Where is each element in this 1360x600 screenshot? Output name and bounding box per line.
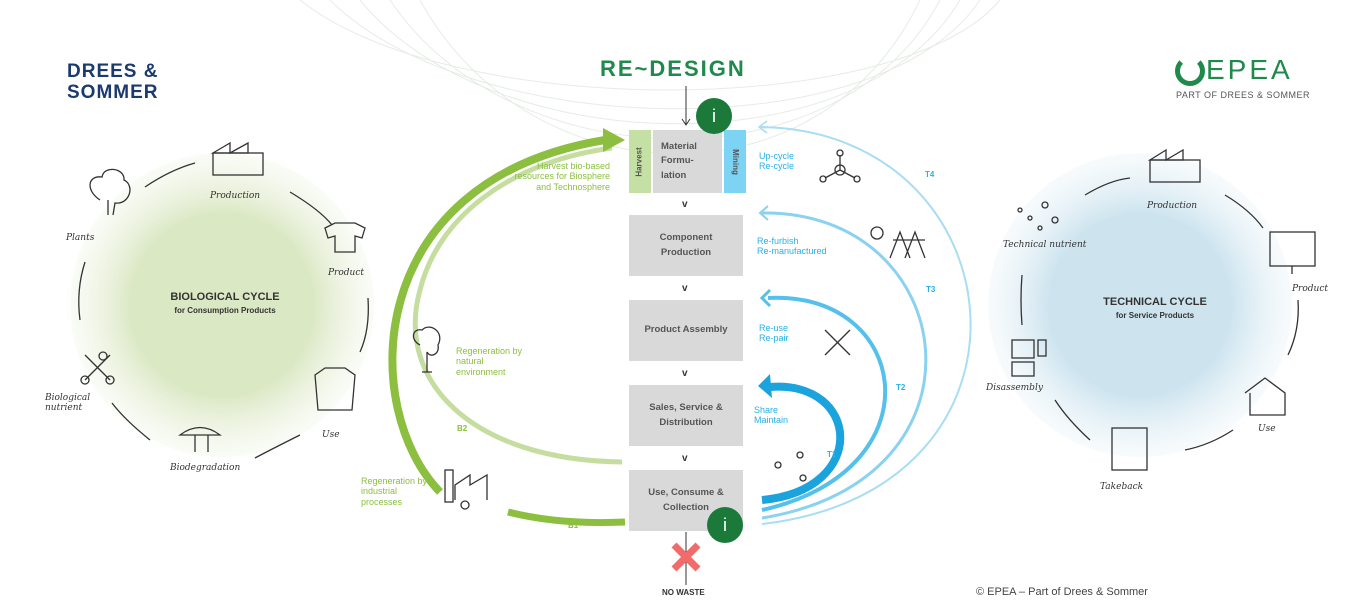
takeback-bin-icon (1111, 427, 1148, 471)
mushroom-icon (178, 426, 222, 452)
technical-cycle-circle (988, 153, 1292, 457)
mining-box: Mining (724, 130, 746, 193)
bio-step-plants: Plants (66, 233, 95, 243)
b2-label: B2 (457, 424, 468, 433)
gear-machine-icon (870, 226, 926, 259)
natural-regeneration-label: Regeneration by natural environment (456, 346, 523, 377)
tech-step-technical-nutrient: Technical nutrient (1003, 240, 1087, 250)
stage-label: Use, Consume & Collection (648, 487, 724, 513)
mining-label: Mining (731, 148, 740, 175)
t4-label: Up-cycle Re-cycle (759, 151, 795, 172)
t3-loop-arc (761, 211, 928, 520)
harvest-box: Harvest (629, 130, 651, 193)
tech-step-use: Use (1258, 424, 1276, 434)
tech-cycle-arrows (1020, 177, 1299, 451)
bio-step-production: Production (210, 191, 261, 201)
epea-subtitle: PART OF DREES & SOMMER (1176, 90, 1311, 100)
t4-code: T4 (925, 170, 935, 179)
bio-cycle-title: BIOLOGICAL CYCLE (170, 291, 280, 303)
sketch-icons (80, 141, 1316, 510)
tech-loop-arcs (757, 120, 972, 525)
people-sharing-icon (774, 451, 807, 482)
stage-label: Product Assembly (644, 324, 728, 336)
harvest-loop-arc (388, 136, 606, 495)
shirt-icon (324, 222, 366, 253)
t1-loop-arc (761, 382, 845, 504)
person-shirt-icon (314, 367, 356, 411)
harvest-loop-label: Harvest bio-based resources for Biospher… (514, 161, 610, 192)
stage-label: Sales, Service & Distribution (649, 402, 723, 428)
tree-icon-natural (412, 326, 441, 373)
bio-step-product: Product (328, 268, 364, 278)
copyright: © EPEA – Part of Drees & Sommer (976, 586, 1148, 598)
tree-icon (89, 168, 131, 216)
bio-cycle-arrows (78, 162, 369, 459)
t2-label: Re-use Re-pair (759, 323, 789, 344)
tools-icon (824, 329, 851, 356)
epea-logo-icon (1175, 56, 1205, 86)
redesign-logo: RE~DESIGN (600, 56, 746, 81)
epea-logo: EPEA (1206, 54, 1293, 85)
stage-label: Material Formu- lation (661, 141, 697, 181)
chevron-down-icon: v (682, 368, 688, 379)
harvest-arrowhead (603, 128, 625, 152)
disassembly-icon (1011, 339, 1047, 377)
t3-label: Re-furbish Re-manufactured (757, 236, 827, 257)
stage-label: Component Production (659, 232, 713, 258)
bio-step-biological-nutrient: Biological nutrient (45, 393, 91, 414)
t3-code: T3 (926, 285, 936, 294)
tech-cycle-title: TECHNICAL CYCLE (1103, 296, 1207, 308)
t1-label: Share Maintain (754, 405, 789, 426)
molecule-icon (80, 351, 115, 385)
t1-code: T1 (827, 450, 837, 459)
chevron-down-icon: v (682, 199, 688, 210)
drees-sommer-logo: DREES & SOMMER (67, 61, 159, 103)
info-icon-top[interactable]: i (696, 98, 732, 134)
factory-icon-tech (1147, 148, 1201, 183)
tech-step-product: Product (1292, 284, 1328, 294)
bio-loop-arcs (388, 128, 626, 527)
b2-loop-arc (412, 145, 623, 465)
bio-cycle-subtitle: for Consumption Products (174, 306, 276, 315)
b1-label: B1 (568, 521, 579, 530)
biological-cycle-circle (70, 153, 374, 457)
t4-loop-arc (759, 126, 972, 525)
bio-step-biodegradation: Biodegradation (170, 463, 241, 473)
no-waste-label: NO WASTE (662, 588, 705, 597)
house-icon (1244, 377, 1286, 416)
industrial-factory-icon (444, 469, 488, 510)
t2-code: T2 (896, 383, 906, 392)
tech-cycle-subtitle: for Service Products (1115, 311, 1195, 320)
chevron-down-icon: v (682, 283, 688, 294)
no-waste-x-icon (671, 542, 701, 572)
stage-material-formulation[interactable]: Material Formu- lation (653, 130, 722, 193)
chevron-down-icon: v (682, 453, 688, 464)
technical-nutrient-icon (1017, 201, 1059, 231)
tech-step-production: Production (1147, 201, 1198, 211)
info-icon-bottom[interactable]: i (707, 507, 743, 543)
stage-product-assembly[interactable]: Product Assembly (629, 300, 743, 361)
b1-loop-arc (507, 508, 626, 527)
stage-sales-service-distribution[interactable]: Sales, Service & Distribution (629, 385, 743, 446)
stage-component-production[interactable]: Component Production (629, 215, 743, 276)
t2-loop-arc (761, 295, 888, 512)
harvest-label: Harvest (635, 146, 645, 177)
industrial-regeneration-label: Regeneration by industrial processes (361, 476, 428, 507)
chemistry-molecule-icon (819, 149, 861, 183)
tech-step-takeback: Takeback (1100, 482, 1144, 492)
bio-step-use: Use (322, 430, 340, 440)
tech-step-disassembly: Disassembly (986, 383, 1043, 393)
